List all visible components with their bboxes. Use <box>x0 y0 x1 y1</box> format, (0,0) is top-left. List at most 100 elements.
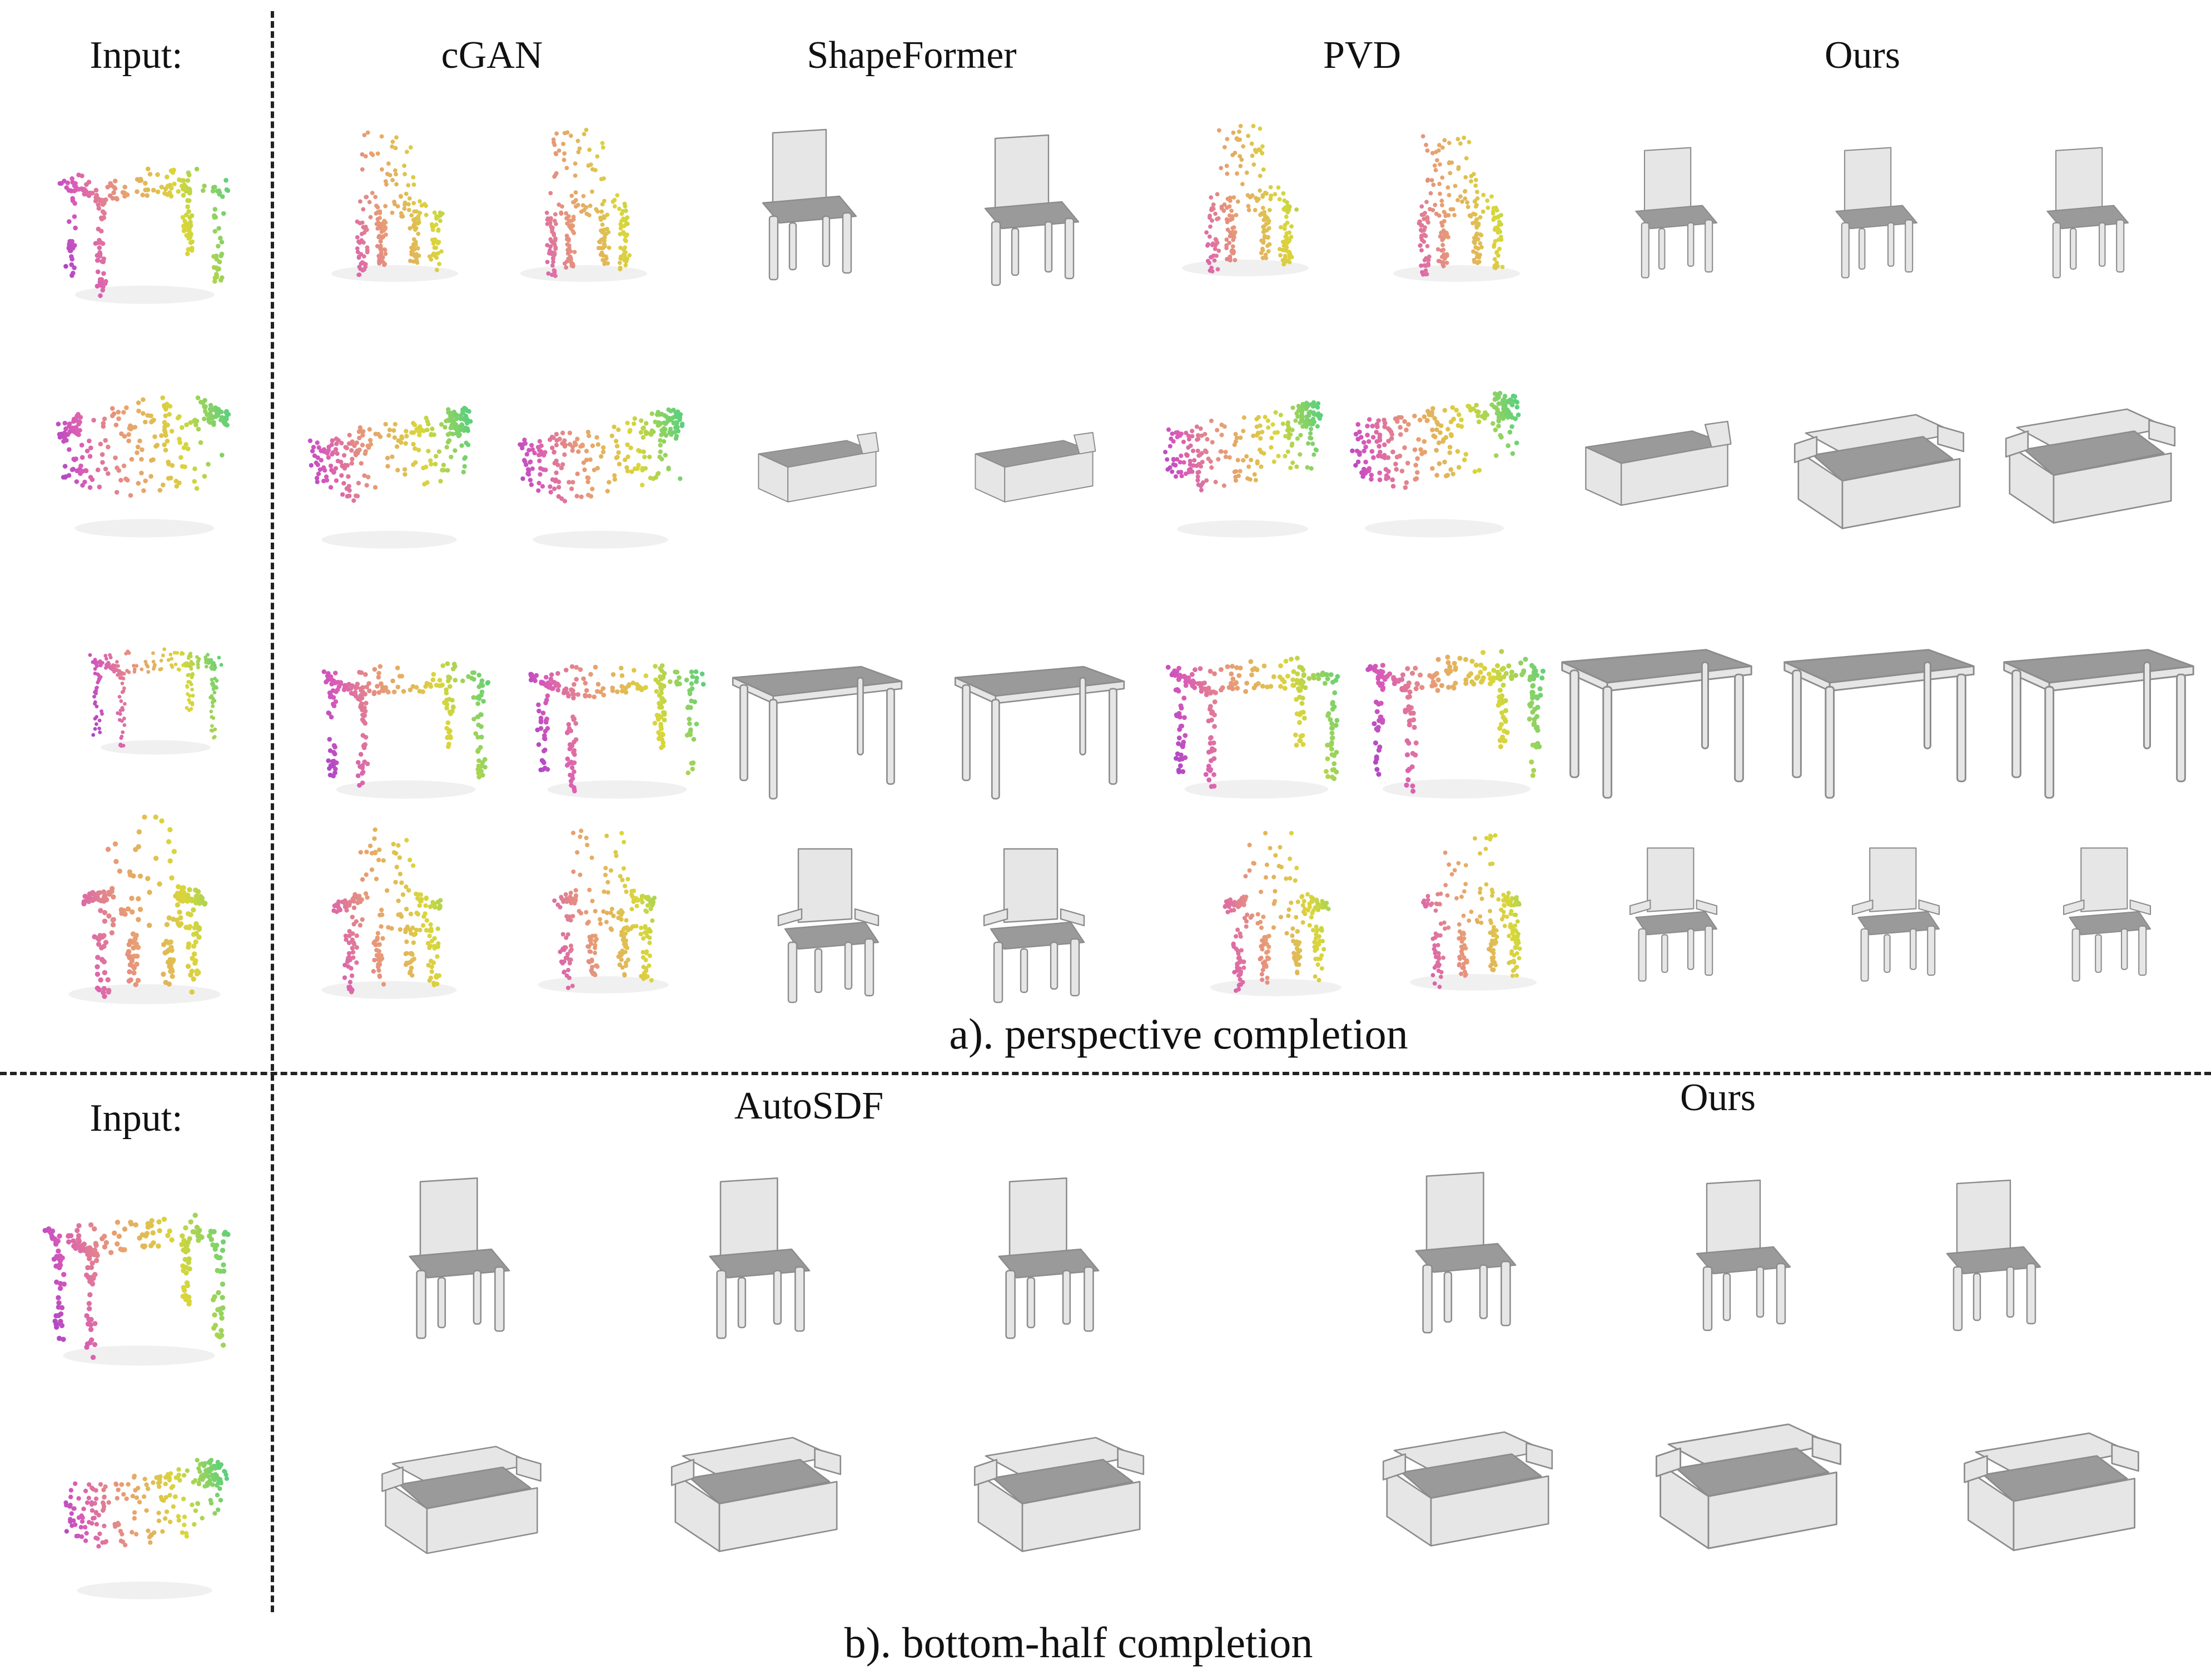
mesh-render <box>1907 1129 2074 1379</box>
chair-points-icon <box>520 127 647 282</box>
mesh-render <box>1612 1384 1885 1584</box>
table-points-icon <box>42 1212 231 1366</box>
header-cgan: cGAN <box>441 34 543 77</box>
sofa-mesh-icon <box>1382 1431 1553 1547</box>
table-mesh-icon <box>954 665 1125 800</box>
chair-mesh-icon <box>984 134 1080 286</box>
point-cloud-render <box>44 1423 245 1601</box>
armchair-mesh-icon <box>983 848 1085 1003</box>
chair-mesh-icon <box>1415 1171 1517 1334</box>
bench-mesh-icon <box>758 432 880 503</box>
table-points-icon <box>1165 655 1340 799</box>
mesh-render <box>1824 812 1968 1017</box>
mesh-render <box>1657 1129 1824 1379</box>
mesh-render <box>712 406 923 539</box>
armchair-mesh-icon <box>777 848 880 1003</box>
header-pvd: PVD <box>1323 34 1402 77</box>
mesh-render <box>2013 111 2157 311</box>
point-cloud-render <box>1351 606 1562 801</box>
point-cloud-render <box>1190 812 1362 1012</box>
chair-mesh-icon <box>1635 147 1718 279</box>
mesh-render <box>934 1401 1184 1584</box>
mesh-render <box>723 95 890 311</box>
mesh-render <box>1918 1395 2185 1584</box>
bench-points-icon <box>1350 391 1521 538</box>
point-cloud-render <box>1334 356 1534 539</box>
mesh-render <box>334 1412 589 1584</box>
mesh-render <box>1979 372 2202 556</box>
point-cloud-render <box>500 106 667 295</box>
bench-points-icon <box>1163 400 1323 538</box>
mesh-render <box>1768 600 1990 806</box>
sofa-mesh-icon <box>1793 414 1965 529</box>
armchair-points-icon <box>1210 831 1341 996</box>
point-cloud-render <box>1162 95 1329 295</box>
table-mesh-icon <box>1561 649 1752 799</box>
sofa-mesh-icon <box>973 1437 1145 1552</box>
mesh-render <box>1334 1395 1601 1579</box>
bench-points-icon <box>518 407 685 549</box>
chair-mesh-icon <box>1946 1179 2041 1331</box>
point-cloud-render <box>44 806 245 1006</box>
point-cloud-render <box>506 372 695 550</box>
sofa-mesh-icon <box>381 1445 541 1554</box>
mesh-render <box>745 817 912 1034</box>
mesh-render <box>945 106 1112 311</box>
sofa-mesh-icon <box>2005 408 2176 524</box>
armchair-points-icon <box>321 827 457 999</box>
chair-points-icon <box>331 130 458 282</box>
caption-b: b). bottom-half completion <box>844 1618 1313 1667</box>
sofa-mesh-icon <box>670 1437 842 1552</box>
chair-mesh-icon <box>1835 147 1918 279</box>
mesh-render <box>956 1129 1134 1384</box>
table-points-icon <box>321 661 491 799</box>
mesh-render <box>1990 600 2207 806</box>
chair-mesh-icon <box>2046 147 2129 279</box>
sofa-points-icon <box>56 395 231 538</box>
header-autosdf: AutoSDF <box>734 1085 884 1127</box>
armchair-points-icon <box>68 814 221 1005</box>
point-cloud-render <box>1151 612 1362 801</box>
point-cloud-render <box>1151 367 1334 539</box>
mesh-render <box>928 406 1140 539</box>
point-cloud-render <box>289 372 489 550</box>
point-cloud-render <box>39 1162 239 1373</box>
chair-points-icon <box>1182 123 1309 276</box>
armchair-points-icon <box>1410 833 1537 991</box>
point-cloud-render <box>300 617 511 801</box>
bench-points-icon <box>63 1458 229 1599</box>
chair-mesh-icon <box>709 1177 811 1339</box>
horizontal-separator <box>0 1072 2211 1075</box>
header-ours-b: Ours <box>1680 1076 1756 1119</box>
header-shapeformer: ShapeFormer <box>807 34 1017 77</box>
mesh-render <box>1801 111 1946 311</box>
point-cloud-render <box>1373 106 1540 295</box>
mesh-render <box>667 1129 845 1384</box>
mesh-render <box>1601 111 1746 311</box>
caption-a: a). perspective completion <box>949 1010 1408 1058</box>
sofa-mesh-icon <box>1655 1423 1842 1549</box>
armchair-points-icon <box>538 828 669 993</box>
point-cloud-render <box>50 356 239 539</box>
table-points-icon <box>528 663 706 799</box>
point-cloud-render <box>517 812 689 1006</box>
chair-mesh-icon <box>1696 1179 1791 1331</box>
table-mesh-icon <box>2003 649 2194 799</box>
table-points-icon <box>1365 649 1546 799</box>
table-mesh-icon <box>1783 649 1975 799</box>
mesh-render <box>623 1401 890 1584</box>
table-mesh-icon <box>732 665 903 800</box>
point-cloud-render <box>511 617 723 801</box>
point-cloud-render <box>311 106 478 295</box>
armchair-mesh-icon <box>2063 847 2152 982</box>
chair-mesh-icon <box>998 1177 1100 1339</box>
mesh-render <box>1373 1123 1551 1379</box>
input-label-b: Input: <box>90 1097 183 1140</box>
mesh-render <box>1546 389 1768 550</box>
mesh-render <box>1546 600 1768 806</box>
chair-points-icon <box>1393 134 1520 282</box>
mesh-render <box>951 817 1117 1034</box>
mesh-render <box>367 1129 545 1384</box>
input-label-a: Input: <box>90 34 183 77</box>
